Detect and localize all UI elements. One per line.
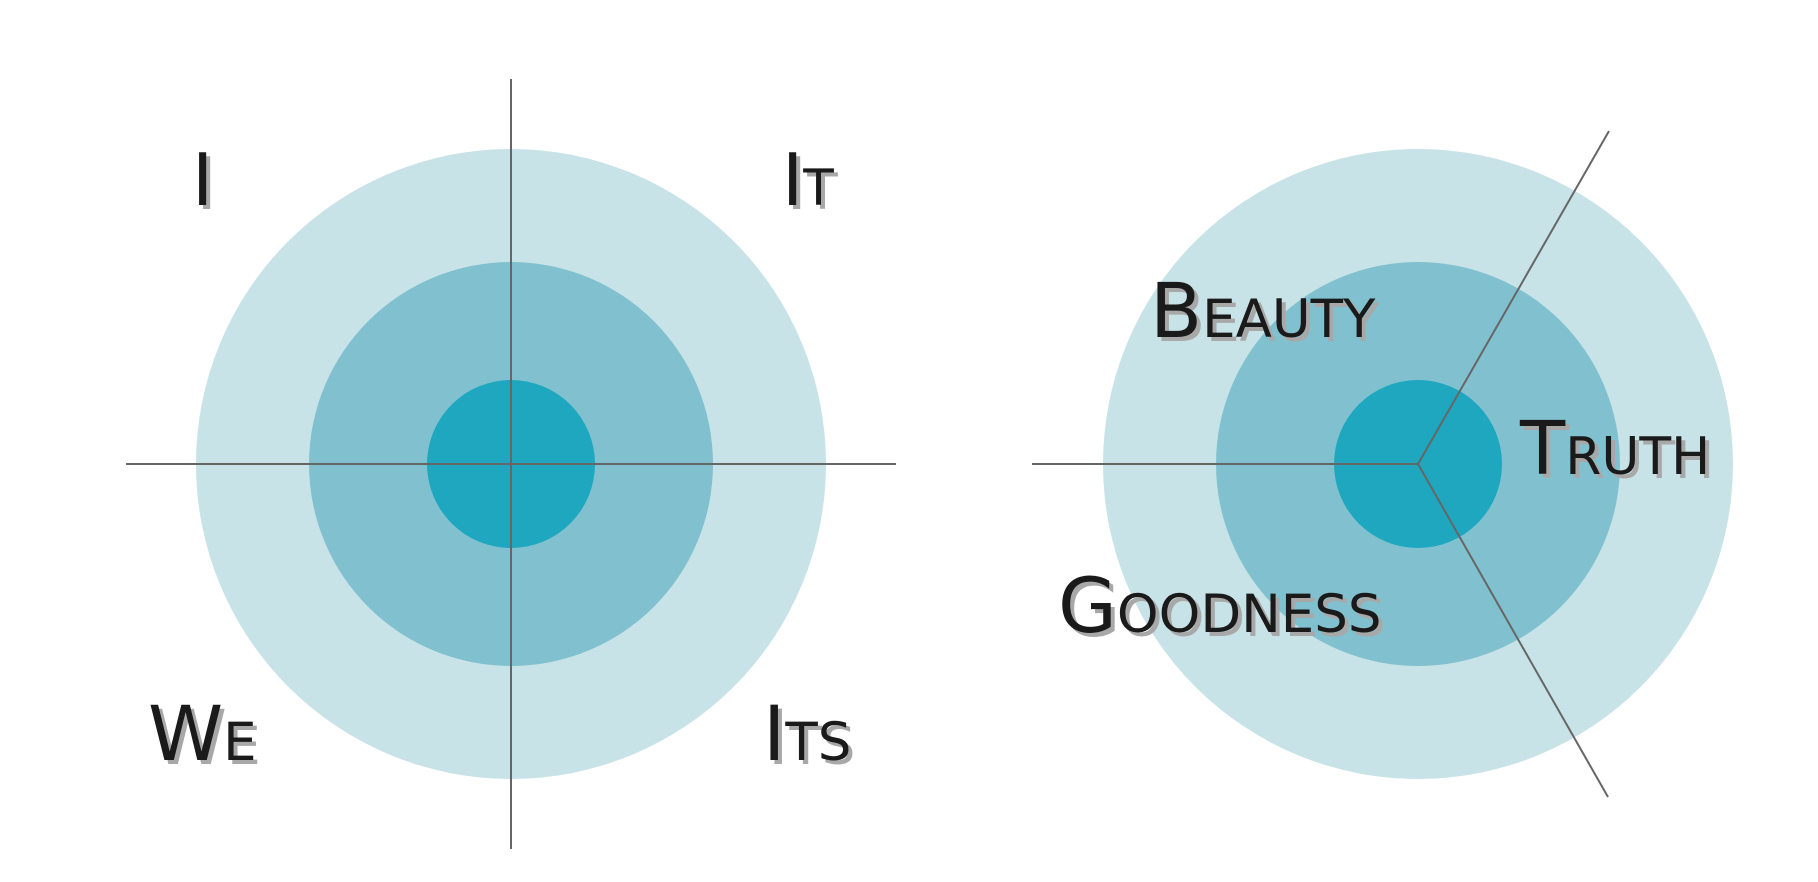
label-its-shadow: Its — [767, 693, 855, 782]
label-goodness-shadow: Goodness — [1062, 565, 1386, 654]
label-i: I — [192, 138, 213, 222]
label-beauty: Beauty — [1150, 266, 1376, 355]
label-its: Its — [763, 689, 851, 778]
label-truth-shadow: Truth — [1523, 410, 1714, 496]
label-beauty-shadow: Beauty — [1154, 270, 1380, 359]
divider-upper-right — [1417, 130, 1610, 465]
label-i-shadow: I — [196, 142, 217, 226]
label-we-shadow: We — [152, 693, 261, 782]
left-quadrant-diagram: I I It It We We Its Its — [126, 79, 896, 849]
label-truth: Truth — [1519, 406, 1710, 492]
label-it-shadow: It — [786, 142, 838, 226]
divider-lower-right — [1417, 463, 1609, 798]
label-we: We — [148, 689, 257, 778]
label-goodness: Goodness — [1058, 561, 1382, 650]
right-sector-diagram: Beauty Beauty Truth Truth Goodness Goodn… — [1032, 130, 1733, 798]
label-it: It — [782, 138, 834, 222]
